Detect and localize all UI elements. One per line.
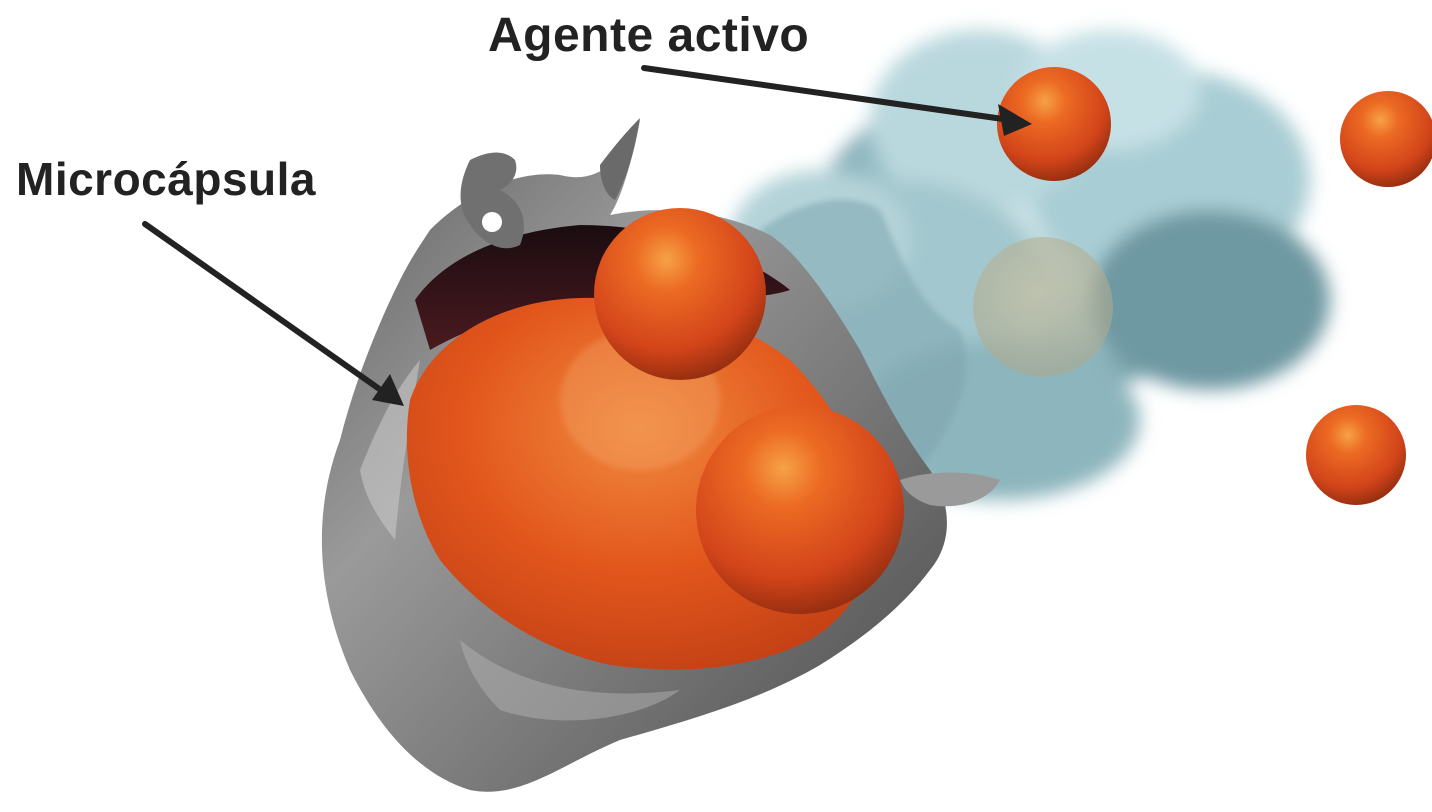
active-agent-sphere xyxy=(1340,91,1432,187)
active-agent-sphere xyxy=(696,406,904,614)
active-agent-sphere-faded xyxy=(973,237,1113,377)
active-agent-label: Agente activo xyxy=(488,12,809,60)
microcapsule-label: Microcápsula xyxy=(16,156,316,202)
active-agent-sphere xyxy=(1306,405,1406,505)
arrow-microcapsule xyxy=(145,224,385,393)
active-agent-sphere xyxy=(594,208,766,380)
